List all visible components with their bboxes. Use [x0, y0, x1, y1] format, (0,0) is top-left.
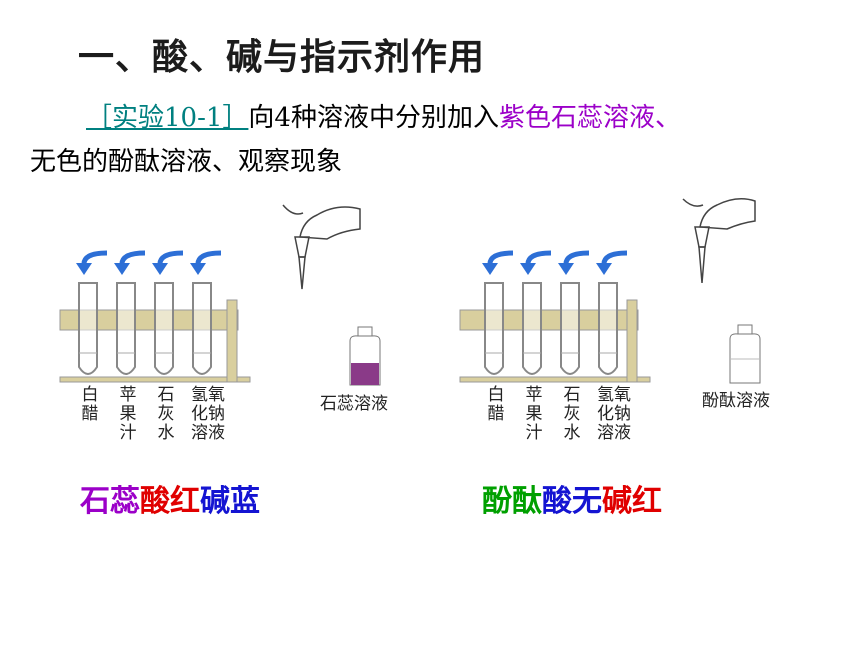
- summary-acid-red: 酸红: [140, 484, 200, 519]
- summary-phenolphthalein: 酚酞: [482, 484, 542, 519]
- litmus-summary: 石蕊酸红碱蓝: [80, 476, 260, 520]
- litmus-bottle-label: 石蕊溶液: [320, 394, 388, 414]
- arrow-heads: [76, 263, 206, 275]
- intro-text-1: 向4种溶液中分别加入: [248, 103, 499, 133]
- intro-paragraph: ［实验10-1］向4种溶液中分别加入紫色石蕊溶液、 无色的酚酞溶液、观察现象: [30, 96, 840, 184]
- test-tube-rack: [459, 299, 651, 383]
- tube-label-apple-juice: 苹果汁: [119, 385, 137, 443]
- tube-label-naoh: 氢氧化钠溶液: [597, 385, 631, 443]
- summary-acid-colorless: 酸无: [542, 484, 602, 519]
- summary-litmus: 石蕊: [80, 484, 140, 519]
- arrow-heads: [482, 263, 612, 275]
- summary-base-red: 碱红: [602, 484, 662, 519]
- tube-label-limewater: 石灰水: [563, 385, 581, 443]
- page-title: 一、酸、碱与指示剂作用: [78, 37, 486, 78]
- dropper-hand: [282, 204, 361, 290]
- litmus-apparatus: [59, 204, 381, 386]
- phenolphthalein-bottle-label: 酚酞溶液: [702, 391, 770, 411]
- tube-label-limewater: 石灰水: [157, 385, 175, 443]
- experiment-link[interactable]: ［实验10-1］: [86, 103, 249, 133]
- test-tubes: [78, 282, 212, 375]
- litmus-bottle: [349, 326, 381, 386]
- tube-label-apple-juice: 苹果汁: [525, 385, 543, 443]
- phenolphthalein-apparatus: [459, 198, 761, 384]
- phenolphthalein-bottle: [729, 324, 761, 384]
- test-tubes: [484, 282, 618, 375]
- intro-highlight: 紫色石蕊溶液、: [498, 103, 681, 133]
- summary-base-blue: 碱蓝: [200, 484, 260, 519]
- tube-label-vinegar: 白醋: [81, 385, 99, 424]
- tube-label-naoh: 氢氧化钠溶液: [191, 385, 225, 443]
- tube-label-vinegar: 白醋: [487, 385, 505, 424]
- dropper-hand: [682, 198, 756, 284]
- intro-text-2: 无色的酚酞溶液、观察现象: [30, 147, 343, 177]
- phenolphthalein-summary: 酚酞酸无碱红: [482, 476, 662, 520]
